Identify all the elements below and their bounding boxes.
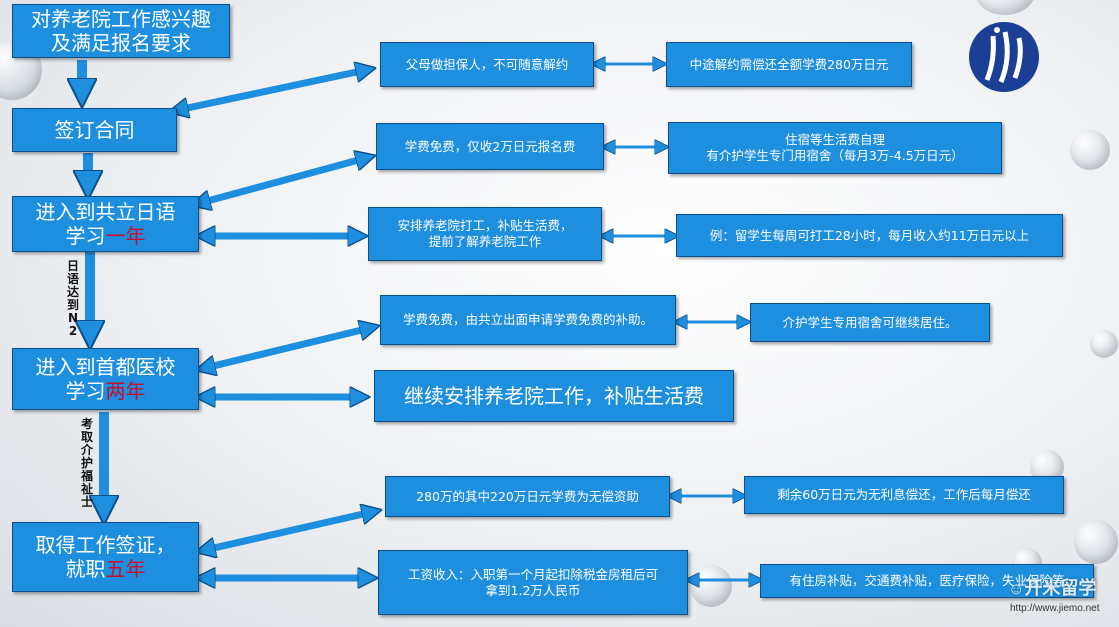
info-living-cost-box: 住宿等生活费自理 有介护学生专门用宿舍（每月3万-4.5万日元）: [668, 122, 1002, 174]
info-subsidy-box: 学费免费，由共立出面申请学费免费的补助。: [380, 295, 676, 345]
decor-bubble: [1074, 520, 1118, 564]
info-benefits-text: 有住房补贴，交通费补贴，医疗保险，失业保险等: [789, 573, 1065, 588]
info-guarantor-box: 父母做担保人，不可随意解约: [380, 42, 594, 87]
info-penalty-box: 中途解约需偿还全额学费280万日元: [666, 42, 912, 87]
step-contract-text: 签订合同: [54, 118, 135, 142]
info-dorm-text: 介护学生专用宿舍可继续居住。: [782, 314, 958, 330]
step-capital-school-text: 进入到首都医校学习两年: [13, 355, 198, 403]
smile-icon: ☺: [1008, 581, 1025, 598]
info-parttime-box: 安排养老院打工，补贴生活费， 提前了解养老院工作: [368, 207, 602, 261]
info-tuition-free-text: 学费免费，仅收2万日元报名费: [404, 138, 576, 154]
company-logo-icon: [969, 22, 1039, 92]
decor-bubble: [975, 0, 1035, 15]
info-salary-line1: 工资收入：入职第一个月起扣除税金房租后可: [407, 566, 658, 582]
info-guarantor-text: 父母做担保人，不可随意解约: [405, 56, 569, 72]
step-contract-box: 签订合同: [12, 108, 177, 152]
watermark-url: http://www.jiemo.net: [1010, 603, 1100, 614]
info-subsidy-text: 学费免费，由共立出面申请学费免费的补助。: [402, 312, 653, 327]
watermark-brand-text: 开米留学: [1024, 578, 1097, 598]
info-income-example-box: 例：留学生每周可打工28小时，每月收入约11万日元以上: [676, 214, 1063, 257]
work-visa-label: 取得工作签证，就职: [35, 533, 176, 581]
step-language-school-box: 进入到共立日语学习一年: [12, 196, 199, 252]
step-interest-text: 对养老院工作感兴趣及满足报名要求: [31, 7, 211, 55]
info-tuition-free-box: 学费免费，仅收2万日元报名费: [376, 123, 604, 170]
decor-bubble: [1070, 130, 1110, 170]
info-continue-work-text: 继续安排养老院工作，补贴生活费: [404, 384, 704, 408]
side-label-n2: 日语达到N2: [66, 259, 79, 338]
info-parttime-line1: 安排养老院打工，补贴生活费，: [397, 218, 573, 233]
step-work-visa-box: 取得工作签证，就职五年: [12, 522, 199, 592]
language-school-duration: 一年: [105, 224, 146, 248]
info-grant-box: 280万的其中220万日元学费为无偿资助: [385, 476, 670, 517]
step-interest-box: 对养老院工作感兴趣及满足报名要求: [12, 4, 230, 58]
step-capital-school-box: 进入到首都医校学习两年: [12, 348, 199, 410]
info-salary-box: 工资收入：入职第一个月起扣除税金房租后可 拿到1.2万人民币: [378, 550, 688, 615]
info-repay-text: 剩余60万日元为无利息偿还，工作后每月偿还: [777, 487, 1031, 502]
info-dorm-box: 介护学生专用宿舍可继续居住。: [750, 303, 990, 342]
step-work-visa-text: 取得工作签证，就职五年: [13, 533, 198, 581]
decor-bubble: [1090, 330, 1118, 358]
capital-school-label: 进入到首都医校学习: [35, 355, 176, 403]
info-penalty-text: 中途解约需偿还全额学费280万日元: [689, 56, 889, 72]
info-benefits-box: 有住房补贴，交通费补贴，医疗保险，失业保险等: [760, 564, 1094, 598]
capital-school-duration: 两年: [105, 379, 146, 403]
info-repay-box: 剩余60万日元为无利息偿还，工作后每月偿还: [744, 476, 1064, 514]
info-salary-line2: 拿到1.2万人民币: [485, 582, 581, 598]
side-label-kaigo: 考取介护福祉士: [80, 417, 93, 509]
info-living-cost-line2: 有介护学生专门用宿舍（每月3万-4.5万日元）: [706, 148, 964, 163]
info-living-cost-line1: 住宿等生活费自理: [784, 132, 885, 147]
info-grant-text: 280万的其中220万日元学费为无偿资助: [416, 488, 639, 504]
info-income-example-text: 例：留学生每周可打工28小时，每月收入约11万日元以上: [709, 227, 1030, 243]
language-school-label: 进入到共立日语学习: [35, 200, 176, 248]
info-parttime-line2: 提前了解养老院工作: [428, 234, 542, 249]
work-visa-duration: 五年: [105, 557, 146, 581]
info-continue-work-box: 继续安排养老院工作，补贴生活费: [374, 370, 734, 422]
step-language-school-text: 进入到共立日语学习一年: [13, 200, 198, 248]
watermark-brand: ☺开米留学: [1008, 574, 1096, 600]
